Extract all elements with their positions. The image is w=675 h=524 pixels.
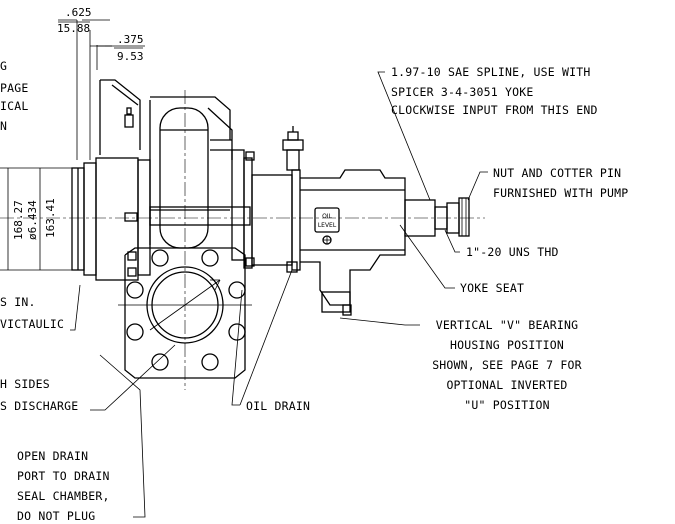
dim-top-mm: 15.88	[57, 22, 90, 35]
shaft-yoke	[404, 197, 470, 237]
drain-text-1: OPEN DRAIN	[17, 449, 88, 463]
spline-text-1: 1.97-10 SAE SPLINE, USE WITH	[391, 65, 590, 79]
suction-pipe	[71, 157, 139, 281]
mounting-bracket	[99, 79, 141, 155]
bearing-text-3: SHOWN, SEE PAGE 7 FOR	[432, 358, 582, 372]
drain-text-3: SEAL CHAMBER,	[17, 489, 110, 503]
left-text-6: VICTAULIC	[0, 317, 64, 331]
nut-text-1: NUT AND COTTER PIN	[493, 166, 621, 180]
oil-drain-text: OIL DRAIN	[246, 399, 310, 413]
dim-right-inch: .375	[117, 33, 144, 46]
nut-text-2: FURNISHED WITH PUMP	[493, 186, 628, 200]
left-text-7: H SIDES	[0, 377, 50, 391]
bearing-text-5: "U" POSITION	[464, 398, 549, 412]
drain-text-2: PORT TO DRAIN	[17, 469, 110, 483]
dim-flange-dia: ø6.434	[26, 200, 39, 240]
dim-flange-mm: 168.27	[12, 200, 25, 240]
oil-level-plate-1: OIL	[322, 213, 332, 220]
thread-text: 1"-20 UNS THD	[466, 245, 559, 259]
top-dimensions	[58, 19, 145, 160]
flange-dimension	[0, 167, 72, 271]
drain-text-4: DO NOT PLUG	[17, 509, 95, 523]
bearing-text-2: HOUSING POSITION	[450, 338, 564, 352]
left-text-2: PAGE	[0, 81, 29, 95]
dim-top-inch: .625	[65, 6, 92, 19]
leader-lines	[99, 71, 488, 518]
bearing-housing	[286, 169, 406, 316]
left-text-5: S IN.	[0, 295, 36, 309]
top-fitting	[282, 126, 304, 171]
yoke-seat-text: YOKE SEAT	[460, 281, 524, 295]
pump-casing	[124, 96, 301, 277]
left-text-3: ICAL	[0, 99, 29, 113]
left-text-8: S DISCHARGE	[0, 399, 78, 413]
spline-text-3: CLOCKWISE INPUT FROM THIS END	[391, 103, 598, 117]
spline-text-2: SPICER 3-4-3051 YOKE	[391, 85, 533, 99]
left-text-1: G	[0, 59, 7, 73]
dim-right-mm: 9.53	[117, 50, 144, 63]
bearing-text-4: OPTIONAL INVERTED	[446, 378, 567, 392]
left-text-4: N	[0, 119, 7, 133]
oil-level-plate-2: LEVEL	[318, 222, 337, 229]
discharge-flange	[118, 247, 252, 379]
bearing-text-1: VERTICAL "V" BEARING	[436, 318, 578, 332]
